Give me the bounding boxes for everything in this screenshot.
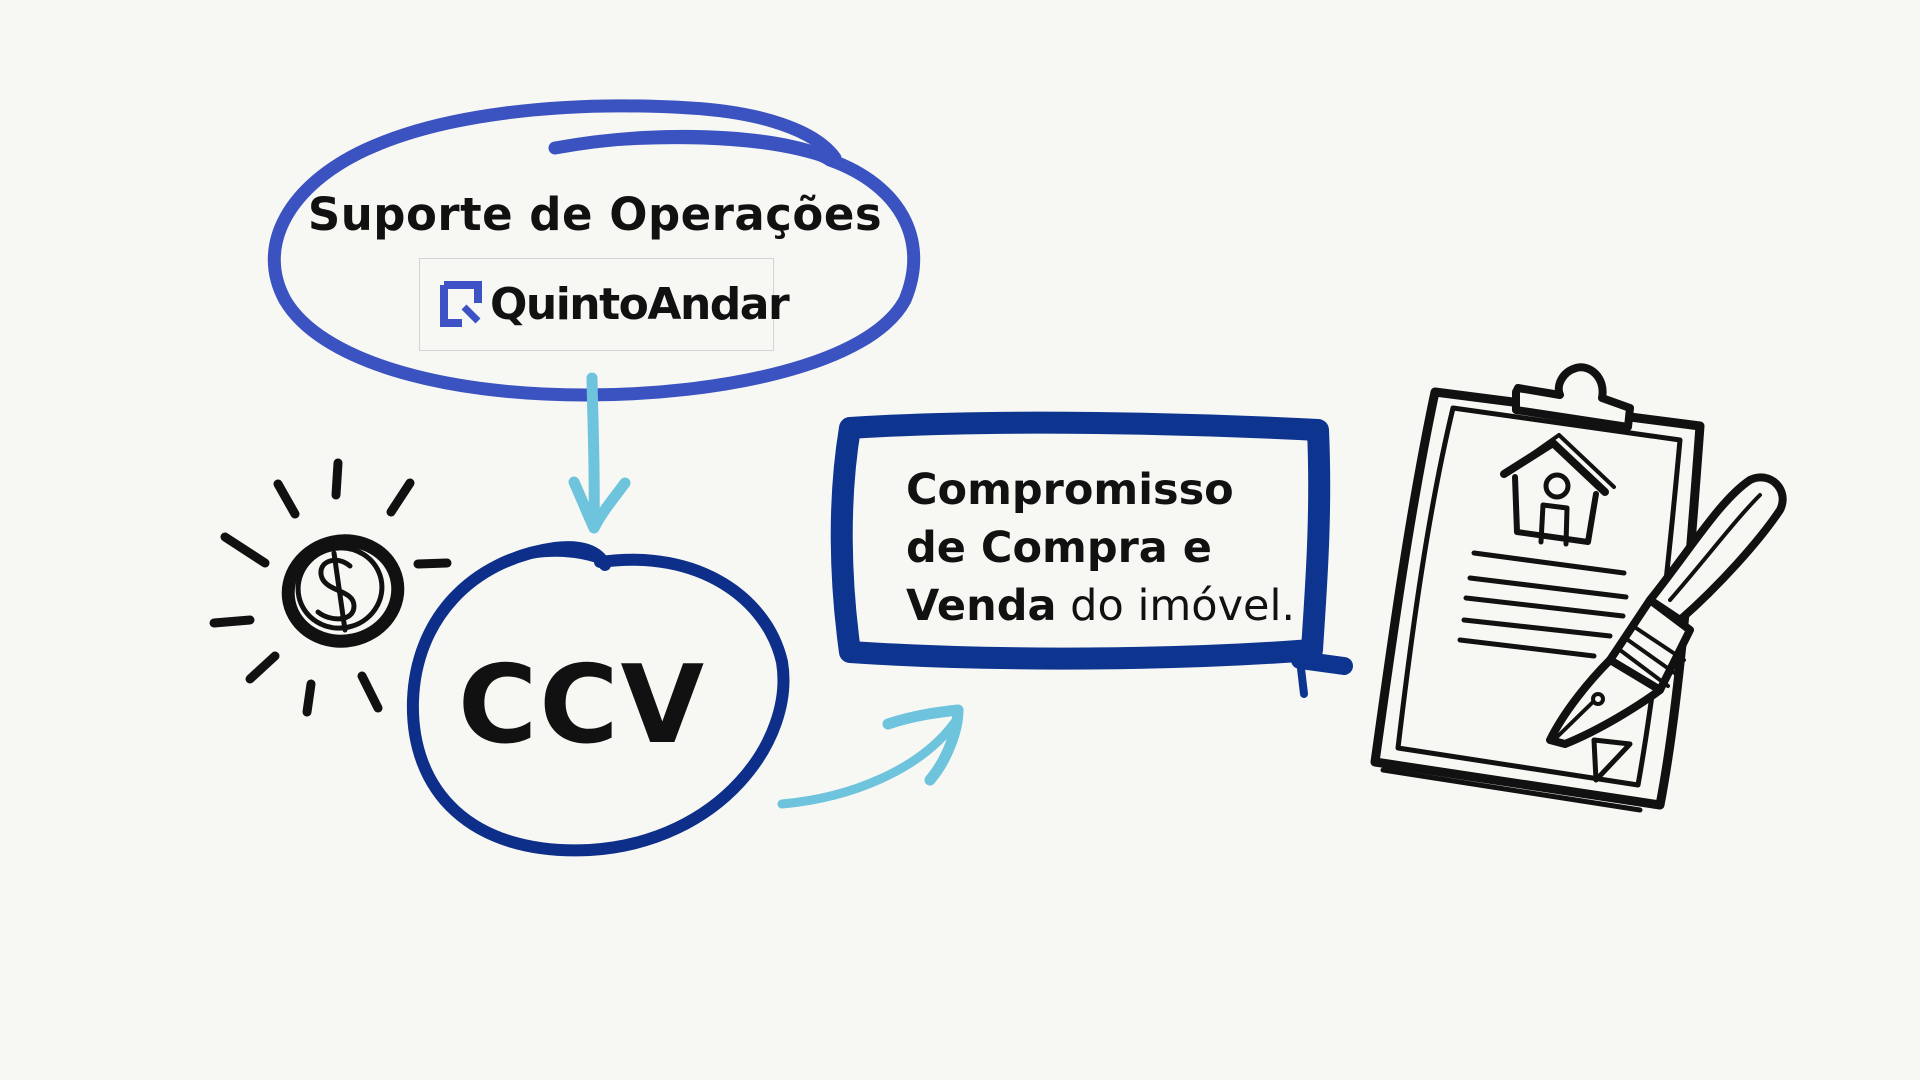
description-line-2: de Compra e: [906, 523, 1212, 573]
contract-clipboard-icon: [1370, 363, 1705, 813]
ccv-label: CCV: [458, 643, 707, 768]
house-icon: [1500, 433, 1616, 547]
coin-dollar-icon: [209, 458, 452, 717]
ccv-circle: [406, 541, 790, 857]
description-line-3: Venda do imóvel.: [906, 577, 1295, 635]
description-bold-word: Venda: [906, 581, 1057, 631]
quintoandar-logo-icon: [440, 281, 482, 327]
description-rest: do imóvel.: [1056, 581, 1296, 631]
arrow-down: [568, 372, 631, 534]
arrow-right: [777, 704, 964, 809]
operations-title: Suporte de Operações: [307, 188, 883, 241]
quintoandar-logo-text: QuintoAndar: [490, 279, 790, 330]
fountain-pen-icon: [1546, 473, 1787, 748]
operations-oval: [267, 99, 921, 402]
description-text: Compromisso de Compra e Venda do imóvel.: [906, 461, 1295, 635]
description-line-1: Compromisso: [906, 465, 1234, 515]
quintoandar-logo: QuintoAndar: [419, 258, 790, 351]
description-box: [830, 411, 1353, 698]
